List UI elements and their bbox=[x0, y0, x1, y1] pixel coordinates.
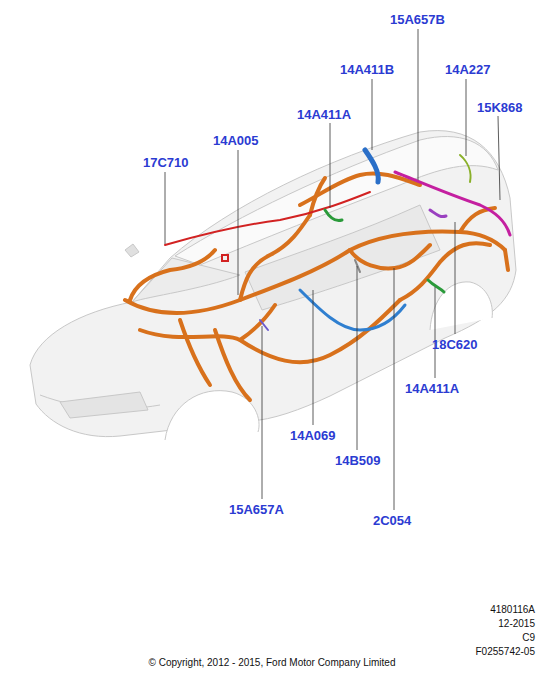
figure-number: F0255742-05 bbox=[476, 646, 536, 657]
date-code: 12-2015 bbox=[498, 618, 535, 629]
callout-number: 14A411B bbox=[340, 62, 394, 77]
copyright-note: © Copyright, 2012 - 2015, Ford Motor Com… bbox=[149, 657, 396, 668]
sub-harness bbox=[165, 150, 510, 330]
callout-number: 15A657A bbox=[229, 502, 284, 517]
callout-number: 14A227 bbox=[445, 62, 491, 77]
callout-number: 15K868 bbox=[477, 100, 523, 115]
leader-line bbox=[165, 29, 500, 510]
revision-code: C9 bbox=[522, 632, 535, 643]
car-body bbox=[30, 131, 516, 440]
callout-number: 18C620 bbox=[432, 337, 478, 352]
callout-number: 14A411A bbox=[405, 381, 459, 396]
callout-number: 14A069 bbox=[290, 428, 336, 443]
drawing-number: 4180116A bbox=[490, 604, 535, 615]
callout-number: 14B509 bbox=[335, 453, 381, 468]
callout-number: 14A005 bbox=[213, 133, 259, 148]
callout-number: 17C710 bbox=[143, 155, 189, 170]
wiring-harness bbox=[125, 173, 508, 400]
callout-number: 15A657B bbox=[390, 12, 445, 27]
callout-number: 14A411A bbox=[297, 107, 351, 122]
callout-number: 2C054 bbox=[373, 513, 411, 528]
